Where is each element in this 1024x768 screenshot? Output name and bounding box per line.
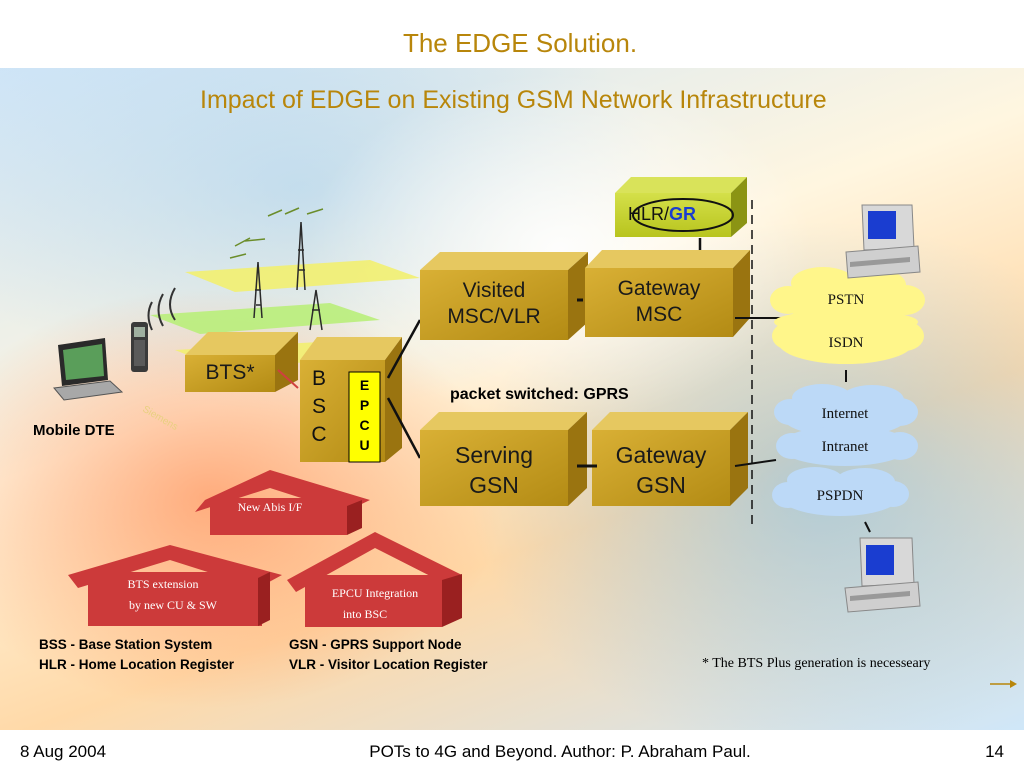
bsc-links xyxy=(386,319,422,459)
gateway-gsn-line: Gateway xyxy=(615,442,707,468)
visited-msc-line: Visited xyxy=(462,279,526,302)
epcu-integration-line: into BSC xyxy=(342,607,388,621)
bts-extension-label: BTS extension by new CU & SW xyxy=(88,574,258,616)
epcu-integration-line: EPCU Integration xyxy=(331,586,419,600)
bts-plus-note: * The BTS Plus generation is necesseary xyxy=(702,656,931,671)
packet-switched-label: packet switched: GPRS xyxy=(450,386,629,403)
page-number: 14 xyxy=(985,742,1004,761)
serving-gsn-label: Serving GSN xyxy=(420,440,568,500)
hlr-prefix: HLR/ xyxy=(628,204,670,224)
legend-column-1: BSS - Base Station System HLR - Home Loc… xyxy=(39,635,234,675)
pstn-label: PSTN xyxy=(827,292,865,308)
footer-date: 8 Aug 2004 xyxy=(20,742,107,761)
bts-extension-line: by new CU & SW xyxy=(129,598,217,612)
hlr-label: HLR/GR xyxy=(628,204,696,225)
epcu-integration-label: EPCU Integration into BSC xyxy=(305,583,445,625)
computer-icon xyxy=(845,204,921,279)
pspdn-cloud xyxy=(772,467,909,516)
next-arrow-icon[interactable] xyxy=(990,680,1017,688)
gateway-gsn-line: GSN xyxy=(636,472,686,498)
pstn-isdn-cloud xyxy=(770,267,925,364)
radio-waves-icon xyxy=(147,287,176,331)
house-epcu-integration xyxy=(287,532,462,627)
gateway-msc-line: MSC xyxy=(635,303,683,326)
serving-gsn-line: Serving xyxy=(455,442,533,468)
legend-item: GSN - GPRS Support Node xyxy=(289,637,462,652)
bts-box xyxy=(185,332,298,392)
legend-item: BSS - Base Station System xyxy=(39,637,213,652)
bsc-letter: S xyxy=(311,395,326,418)
abis-link xyxy=(277,369,299,389)
epcu-letter: U xyxy=(359,437,370,453)
bts-extension-line: BTS extension xyxy=(127,577,199,591)
intranet-label: Intranet xyxy=(821,439,869,455)
epcu-letter: E xyxy=(359,377,370,393)
slide-subtitle: Impact of EDGE on Existing GSM Network I… xyxy=(200,86,827,114)
bsc-letter: C xyxy=(311,423,327,446)
legend-item: VLR - Visitor Location Register xyxy=(289,657,488,672)
bsc-box xyxy=(300,337,402,463)
legend-item: HLR - Home Location Register xyxy=(39,657,235,672)
mobile-dte-label: Mobile DTE xyxy=(33,422,115,439)
gateway-gsn-label: Gateway GSN xyxy=(592,440,730,500)
gr-highlight: GR xyxy=(669,204,697,224)
gateway-msc-box xyxy=(585,250,750,337)
laptop-icon xyxy=(53,338,124,401)
serving-gsn-line: GSN xyxy=(469,472,519,498)
footer-author: POTs to 4G and Beyond. Author: P. Abraha… xyxy=(369,742,751,761)
gateway-msc-label: Gateway MSC xyxy=(585,276,733,328)
isdn-label: ISDN xyxy=(828,335,864,351)
internet-label: Internet xyxy=(821,406,869,422)
visited-msc-line: MSC/VLR xyxy=(447,305,541,328)
visited-msc-box xyxy=(420,252,588,340)
hlr-box xyxy=(615,177,747,237)
mobile-phone-icon xyxy=(131,322,148,372)
internet-intranet-cloud xyxy=(774,384,918,466)
visited-msc-label: Visited MSC/VLR xyxy=(420,278,568,330)
epcu-label: E P C U xyxy=(349,375,380,455)
epcu-letter: C xyxy=(359,417,370,433)
legend-column-2: GSN - GPRS Support Node VLR - Visitor Lo… xyxy=(289,635,488,675)
pspdn-label: PSPDN xyxy=(816,488,864,504)
abis-house-label: New Abis I/F xyxy=(237,500,303,514)
bsc-label: B S C xyxy=(306,365,332,449)
serving-gsn-box xyxy=(420,412,587,506)
bsc-letter: B xyxy=(311,367,326,390)
house-bts-extension xyxy=(68,545,282,626)
gateway-msc-line: Gateway xyxy=(617,277,701,300)
gateway-gsn-box xyxy=(592,412,748,506)
antenna-tower-icon xyxy=(229,207,324,331)
computer-icon xyxy=(844,537,921,613)
bts-label: BTS* xyxy=(205,361,255,384)
epcu-letter: P xyxy=(359,397,370,413)
slide-title: The EDGE Solution. xyxy=(402,28,638,58)
house-abis xyxy=(195,470,370,535)
